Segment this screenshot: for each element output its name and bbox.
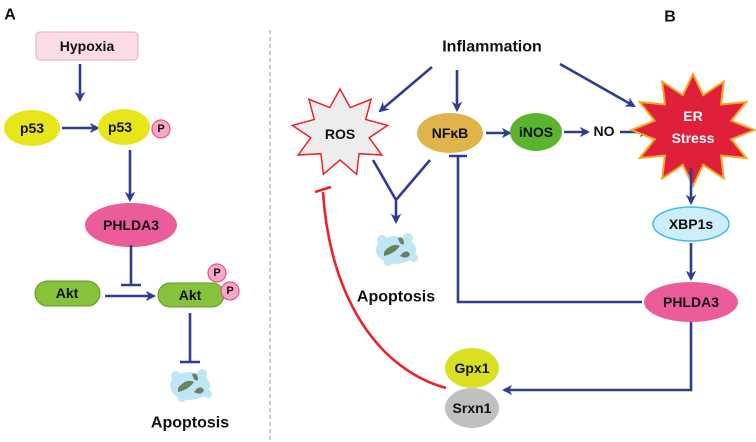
phosphate-icon [151, 119, 171, 139]
phlda3-node-a: PHLDA3 [85, 203, 177, 247]
phosphate-icon [207, 263, 227, 283]
phosphate-icon [220, 281, 240, 301]
inhibit-gpx1-srxn1-ros [314, 185, 447, 390]
apoptosis-label-b: Apoptosis [357, 289, 435, 306]
svg-text:p53: p53 [20, 120, 44, 136]
svg-text:P: P [157, 123, 164, 135]
arrow-inflammation-er [559, 62, 636, 108]
xbp1s-node: XBP1s [652, 206, 730, 242]
svg-text:Akt: Akt [56, 285, 79, 301]
gpx1-node: Gpx1 [445, 348, 499, 388]
svg-text:ROS: ROS [325, 126, 355, 142]
panel-b-label: B [664, 9, 676, 26]
svg-text:PHLDA3: PHLDA3 [663, 294, 719, 310]
akt-phospho-node: Akt P P [157, 263, 240, 308]
nfkb-node: NFκB [417, 113, 483, 153]
svg-text:ER: ER [683, 108, 702, 124]
panel-a-label: A [4, 7, 16, 24]
p53-node: p53 [4, 110, 60, 146]
svg-text:P: P [213, 267, 220, 279]
svg-text:Gpx1: Gpx1 [454, 360, 489, 376]
inhibit-phlda3-akt [121, 245, 141, 287]
svg-text:iNOS: iNOS [519, 124, 553, 140]
er-stress-node: ER Stress [628, 71, 756, 189]
no-node: NO [594, 123, 615, 139]
apoptotic-cell-icon [170, 369, 212, 402]
svg-text:p53: p53 [108, 119, 132, 135]
inhibit-akt-apoptosis [180, 313, 200, 364]
akt-node: Akt [34, 280, 101, 307]
ros-node: ROS [290, 87, 390, 176]
svg-text:Srxn1: Srxn1 [453, 400, 492, 416]
svg-text:Hypoxia: Hypoxia [60, 38, 115, 54]
svg-text:Stress: Stress [672, 130, 715, 146]
svg-text:NFκB: NFκB [432, 125, 469, 141]
p53-phospho-node: p53 P [98, 109, 171, 145]
svg-text:XBP1s: XBP1s [669, 216, 714, 232]
svg-text:PHLDA3: PHLDA3 [103, 217, 159, 233]
inhibit-phlda3-nfkb [449, 154, 642, 304]
arrow-ros-nfkb-apoptosis [371, 159, 431, 222]
apoptosis-label-a: Apoptosis [151, 415, 229, 432]
arrow-inflammation-ros [378, 66, 433, 113]
svg-text:Akt: Akt [179, 287, 202, 303]
hypoxia-node: Hypoxia [35, 31, 139, 61]
inflammation-node: Inflammation [442, 39, 542, 56]
phlda3-node-b: PHLDA3 [644, 282, 738, 322]
inos-node: iNOS [510, 113, 562, 151]
svg-text:P: P [226, 285, 233, 297]
arrow-phlda3-gpx1-srxn1 [501, 322, 693, 396]
apoptotic-cell-icon [376, 233, 418, 266]
srxn1-node: Srxn1 [445, 388, 499, 428]
